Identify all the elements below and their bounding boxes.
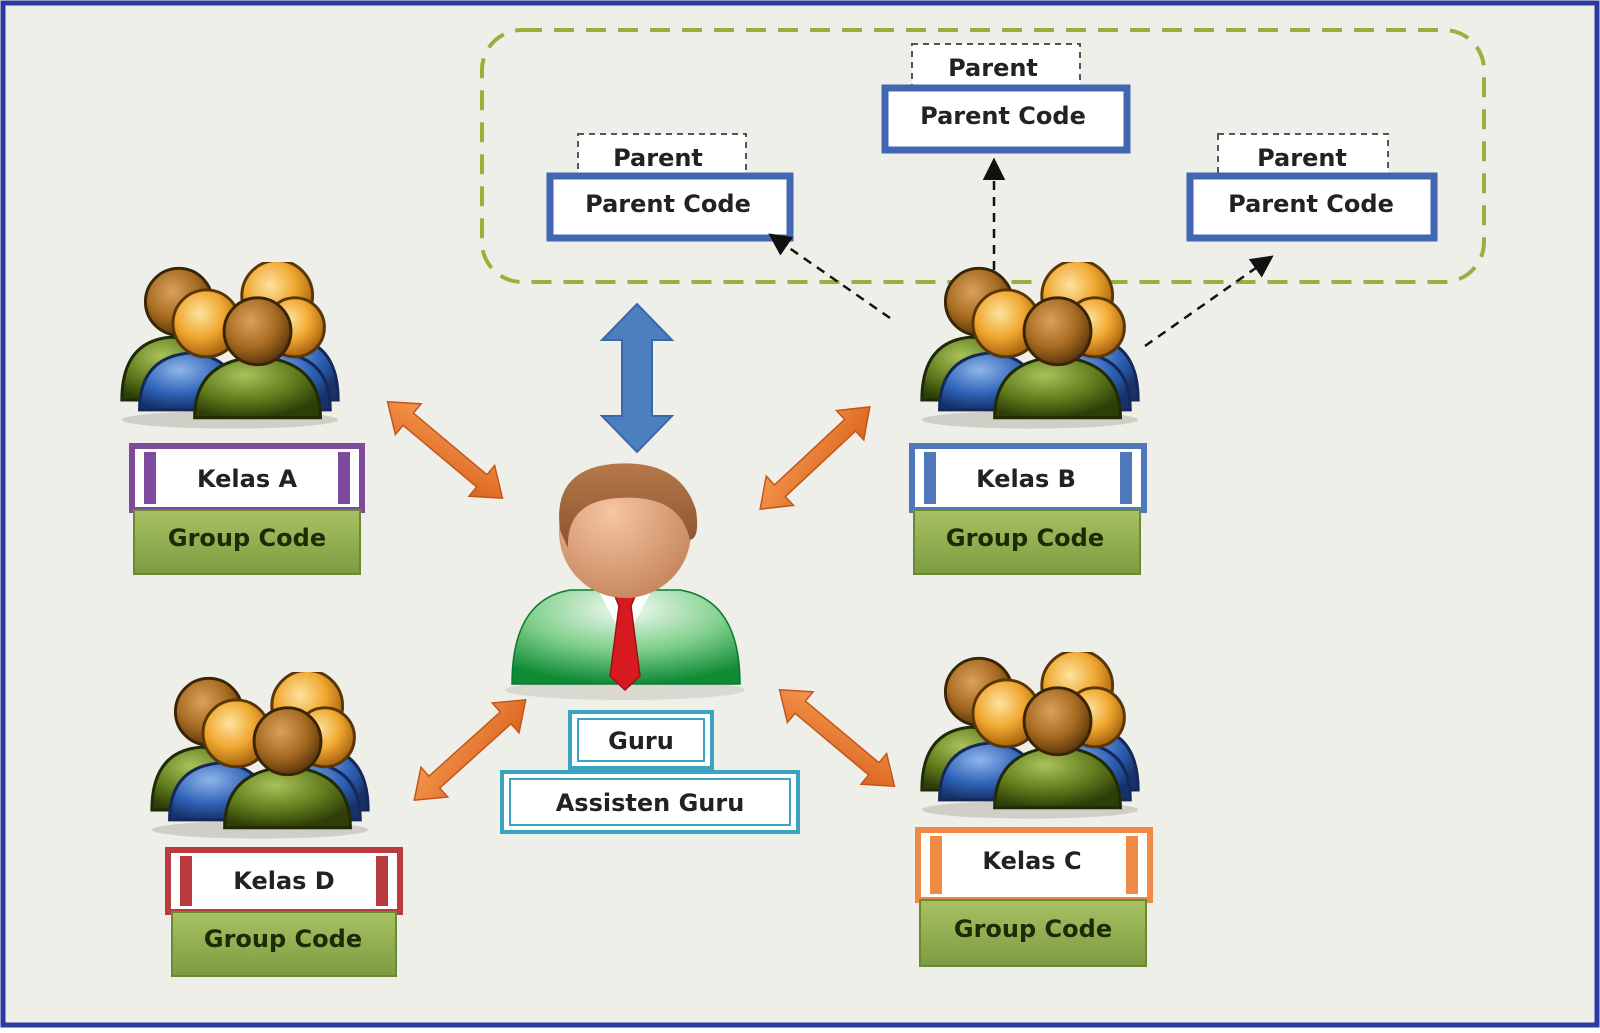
class-box-bar — [338, 452, 350, 504]
group-code-label: Group Code — [168, 524, 326, 552]
group-code-box — [919, 899, 1147, 967]
class-label: Kelas B — [976, 465, 1076, 493]
parent-node-1: Parent Parent Code — [546, 133, 794, 242]
class-box-bar — [1126, 836, 1138, 894]
parent-code-label: Parent Code — [920, 102, 1086, 130]
parent-code-box — [1186, 172, 1438, 242]
class-box-bar — [144, 452, 156, 504]
parent-code-box — [546, 172, 794, 242]
class-label: Kelas D — [233, 867, 334, 895]
group-code-label: Group Code — [954, 915, 1112, 943]
class-label: Kelas C — [982, 847, 1081, 875]
teacher-node: Guru Assisten Guru — [500, 710, 800, 834]
assistant-label: Assisten Guru — [556, 789, 745, 817]
parent-label-box — [577, 133, 747, 177]
parent-label: Parent — [613, 144, 703, 172]
class-node-d: Kelas D Group Code — [165, 847, 403, 977]
teacher-person-icon — [505, 463, 745, 700]
class-box-bar — [924, 452, 936, 504]
assistant-box — [500, 770, 800, 834]
parent-code-box — [881, 84, 1131, 154]
class-box-bar — [376, 856, 388, 906]
parent-label: Parent — [1257, 144, 1347, 172]
blue-double-arrow-icon — [599, 302, 675, 454]
class-box-bar — [180, 856, 192, 906]
parent-node-3: Parent Parent Code — [1186, 133, 1438, 242]
class-node-c: Kelas C Group Code — [915, 827, 1153, 967]
parent-code-label: Parent Code — [585, 190, 751, 218]
class-node-a: Kelas A Group Code — [129, 443, 365, 575]
group-code-label: Group Code — [946, 524, 1104, 552]
class-label: Kelas A — [197, 465, 298, 493]
class-box-bar — [930, 836, 942, 894]
group-code-box — [133, 509, 361, 575]
class-box — [129, 443, 365, 513]
class-box — [909, 443, 1147, 513]
group-code-box — [171, 911, 397, 977]
parent-label: Parent — [948, 54, 1038, 82]
dashed-arrow-to-parent-1 — [768, 233, 891, 320]
group-code-box — [913, 509, 1141, 575]
parent-label-box — [911, 43, 1081, 87]
parent-code-label: Parent Code — [1228, 190, 1394, 218]
class-box-bar — [1120, 452, 1132, 504]
group-code-label: Group Code — [204, 925, 362, 953]
guru-box — [568, 710, 714, 770]
guru-label: Guru — [608, 727, 674, 755]
parent-node-2: Parent Parent Code — [881, 43, 1131, 154]
class-node-b: Kelas B Group Code — [909, 443, 1147, 575]
